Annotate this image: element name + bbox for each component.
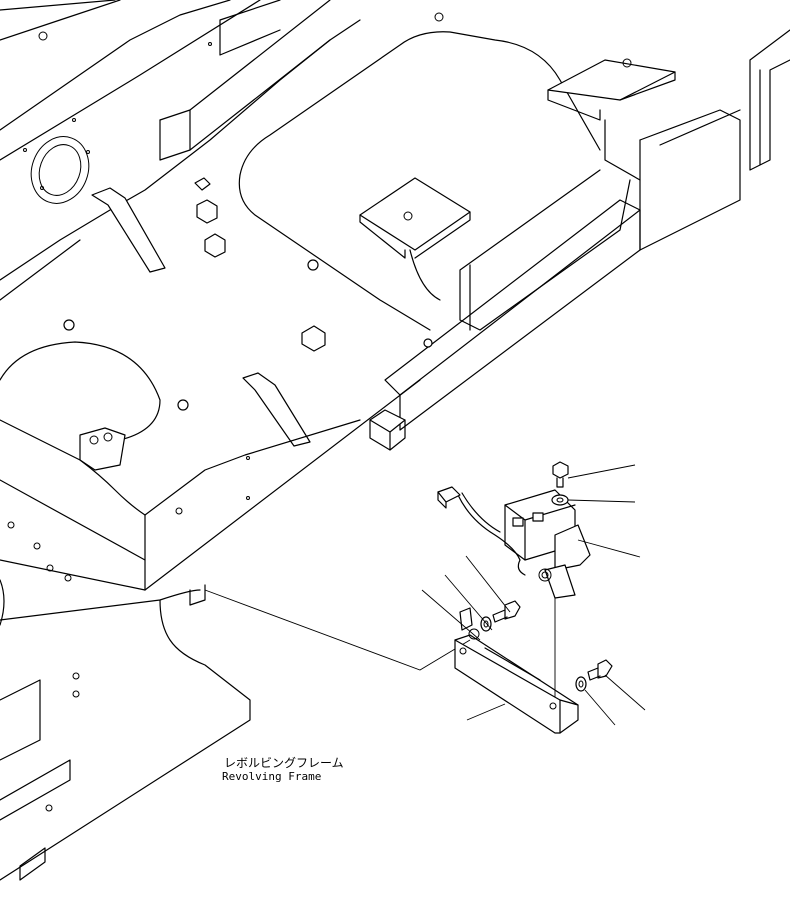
bolt-left <box>492 600 521 623</box>
clip <box>459 607 480 640</box>
floor-cutout <box>0 31 601 441</box>
top-rail <box>159 0 444 161</box>
right-mount-blocks <box>359 29 790 331</box>
bolt-right <box>587 659 613 681</box>
part-name-english: Revolving Frame <box>222 770 321 783</box>
callout-leaders <box>421 464 646 726</box>
reference-lines <box>204 589 556 705</box>
frame-left-upper <box>0 0 361 301</box>
part-label: レボルビングフレーム Revolving Frame <box>222 756 344 783</box>
bolt-top <box>552 461 569 488</box>
part-name-japanese: レボルビングフレーム <box>224 756 344 770</box>
fasteners-on-frame <box>63 177 433 411</box>
switch-assembly <box>437 486 591 599</box>
mounting-plate <box>454 634 579 734</box>
washer-right <box>575 676 587 692</box>
washer-top <box>551 494 569 506</box>
frame-lower <box>0 379 421 881</box>
brackets <box>79 187 311 471</box>
side-rail <box>369 199 641 451</box>
washer-left <box>480 616 492 632</box>
